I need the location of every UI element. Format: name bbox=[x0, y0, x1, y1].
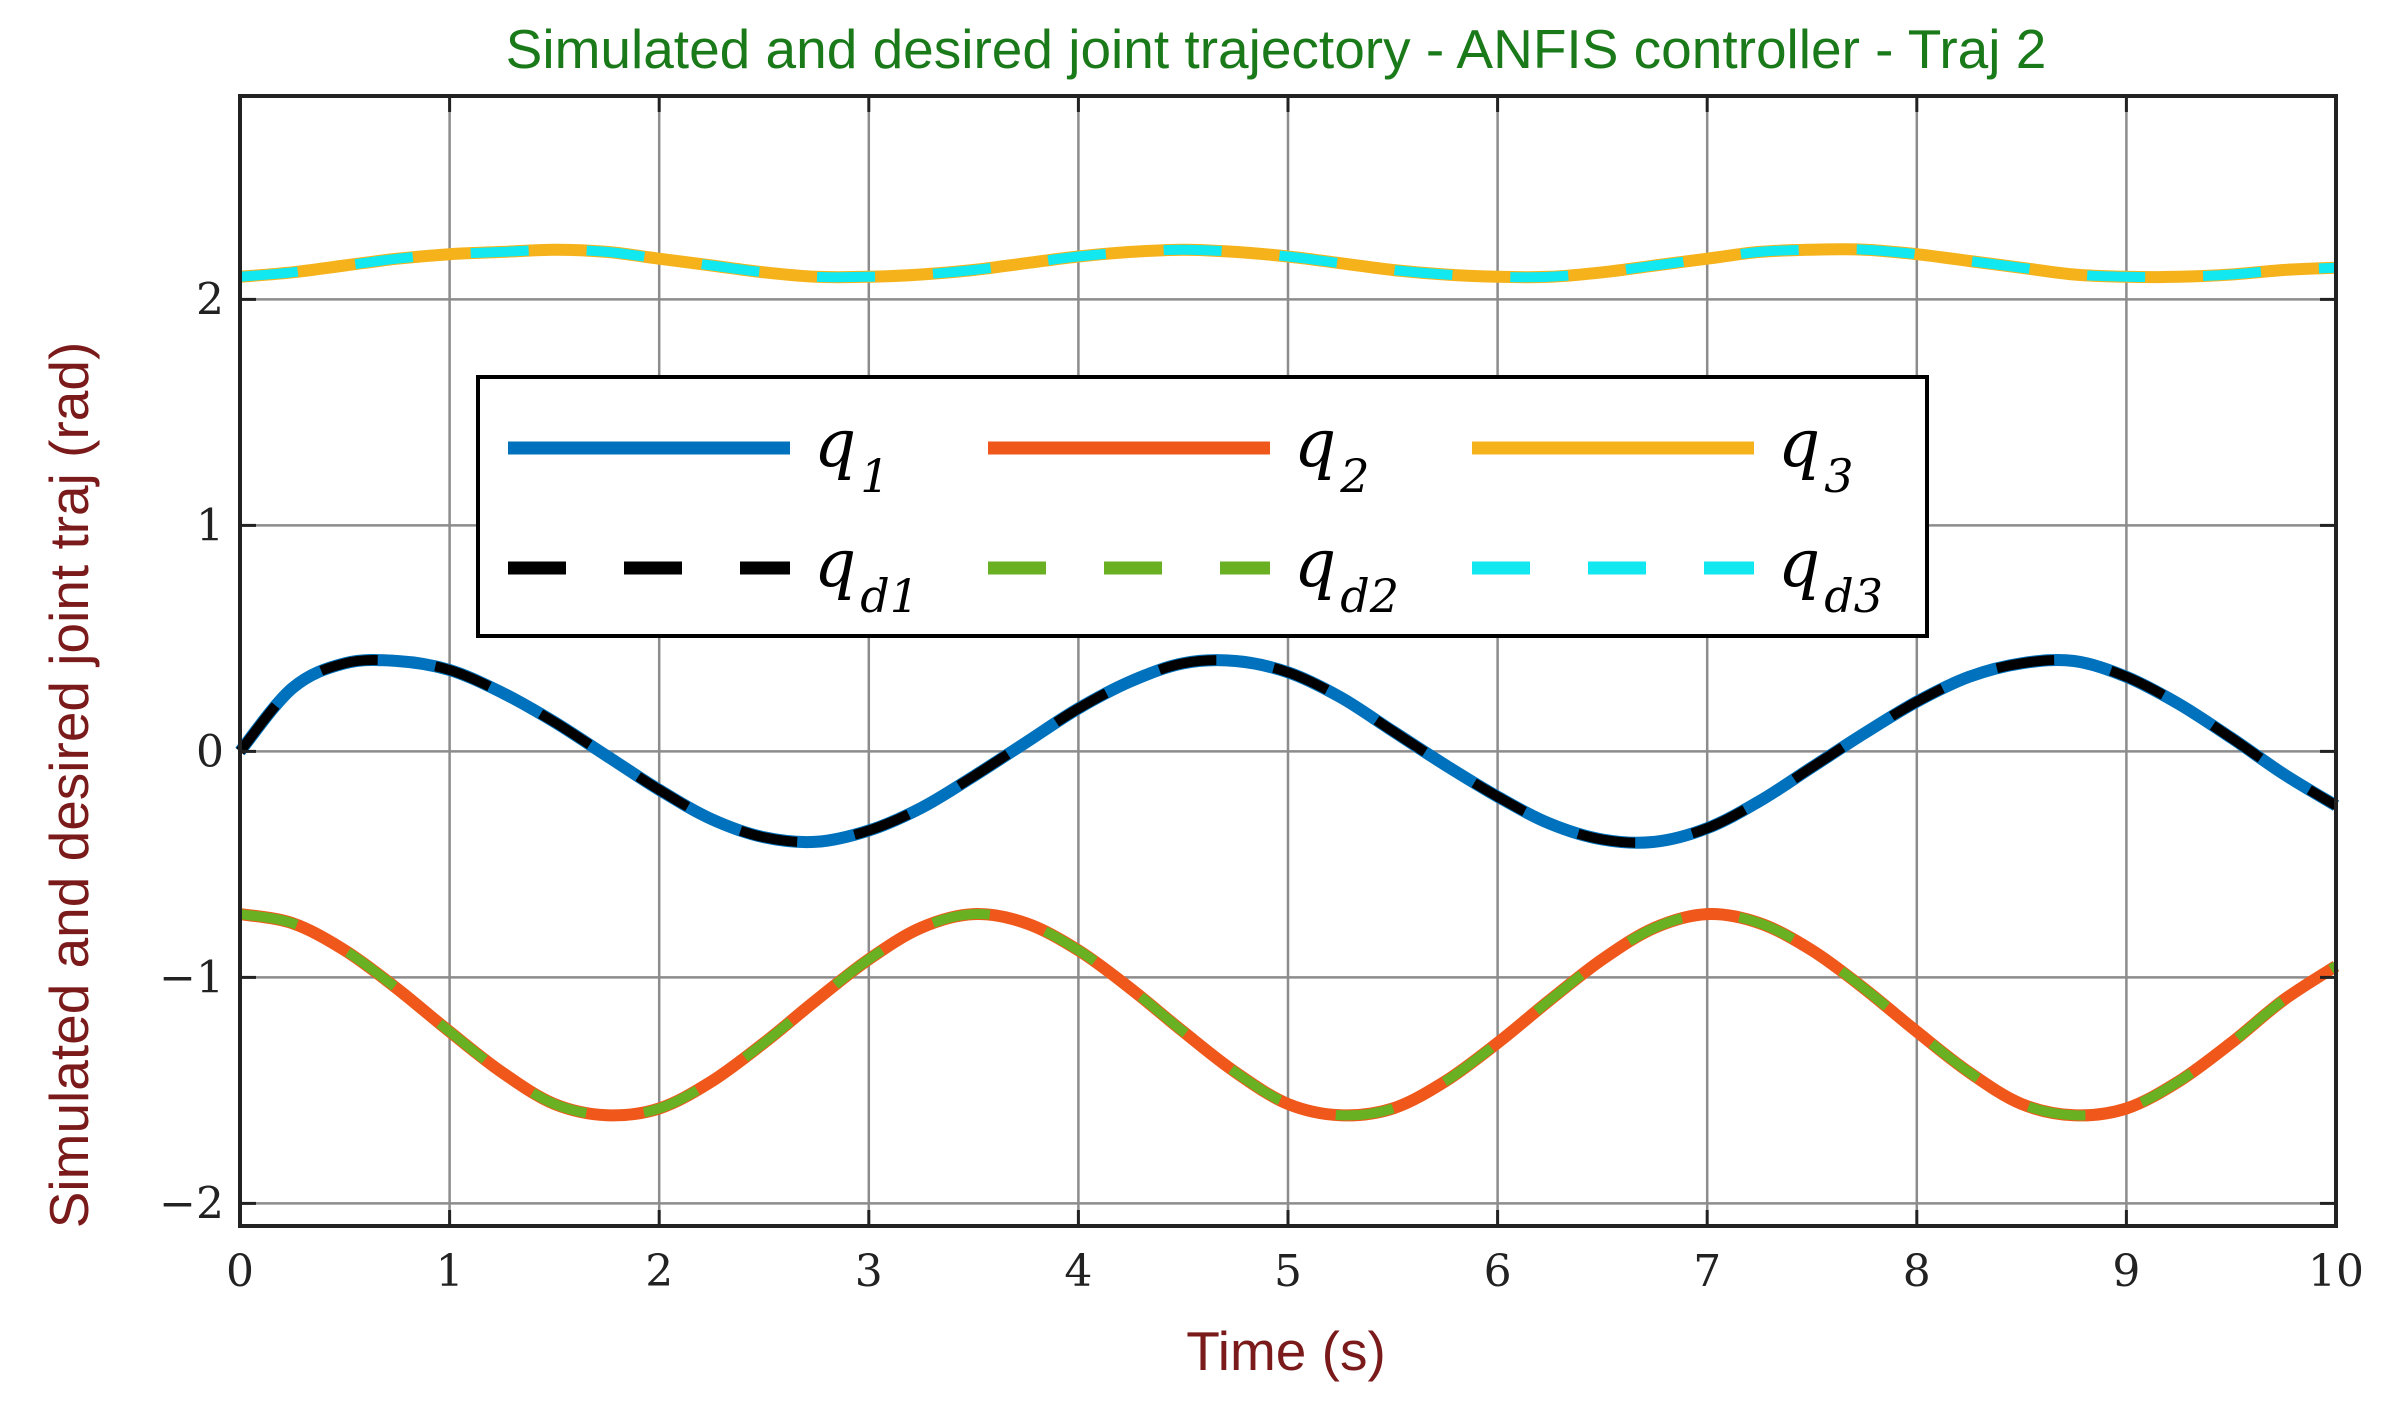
x-tick-label: 6 bbox=[1484, 1246, 1512, 1297]
legend-label-symbol: q bbox=[1778, 525, 1820, 602]
legend-box bbox=[476, 375, 1929, 638]
legend-label-symbol: q bbox=[1294, 405, 1336, 482]
legend-label-qd3: qd3 bbox=[1778, 525, 1883, 623]
legend-label-subscript: 1 bbox=[860, 449, 889, 503]
legend-label-subscript: d3 bbox=[1824, 569, 1883, 623]
legend-label-symbol: q bbox=[814, 525, 856, 602]
legend-label-subscript: 3 bbox=[1824, 449, 1853, 503]
legend-label-qd1: qd1 bbox=[814, 525, 919, 623]
x-axis-label: Time (s) bbox=[1186, 1320, 1386, 1382]
legend-label-q2: q2 bbox=[1294, 405, 1370, 503]
x-tick-label: 3 bbox=[855, 1246, 883, 1297]
legend-label-subscript: 2 bbox=[1339, 449, 1369, 503]
y-tick-label: −1 bbox=[159, 952, 224, 1003]
legend-label-symbol: q bbox=[1294, 525, 1336, 602]
series-line-qd3 bbox=[239, 244, 2337, 283]
y-tick-label: 1 bbox=[196, 500, 224, 551]
x-tick-label: 5 bbox=[1274, 1246, 1302, 1297]
y-tick-label: 0 bbox=[196, 726, 224, 777]
legend-label-qd2: qd2 bbox=[1294, 525, 1399, 623]
series-line-qd1 bbox=[236, 655, 2339, 848]
legend-label-q3: q3 bbox=[1778, 405, 1854, 503]
y-tick-label: 2 bbox=[196, 274, 224, 325]
x-tick-label: 9 bbox=[2112, 1246, 2140, 1297]
series-group bbox=[235, 243, 2340, 1122]
y-tick-label: −2 bbox=[159, 1178, 224, 1229]
legend-label-symbol: q bbox=[1778, 405, 1820, 482]
legend-label-q1: q1 bbox=[814, 405, 890, 503]
series-line-q2 bbox=[238, 908, 2340, 1122]
x-tick-label: 8 bbox=[1903, 1246, 1931, 1297]
x-tick-label: 10 bbox=[2308, 1246, 2364, 1297]
chart-title: Simulated and desired joint trajectory -… bbox=[506, 18, 2047, 80]
x-tick-label: 2 bbox=[645, 1246, 673, 1297]
x-tick-label: 1 bbox=[436, 1246, 464, 1297]
legend-label-subscript: d2 bbox=[1340, 569, 1399, 623]
y-axis-label: Simulated and desired joint traj (rad) bbox=[38, 342, 100, 1229]
x-tick-label: 0 bbox=[226, 1246, 254, 1297]
legend-label-subscript: d1 bbox=[860, 569, 919, 623]
x-tick-label: 4 bbox=[1064, 1246, 1092, 1297]
legend-label-symbol: q bbox=[814, 405, 856, 482]
x-tick-label: 7 bbox=[1693, 1246, 1721, 1297]
